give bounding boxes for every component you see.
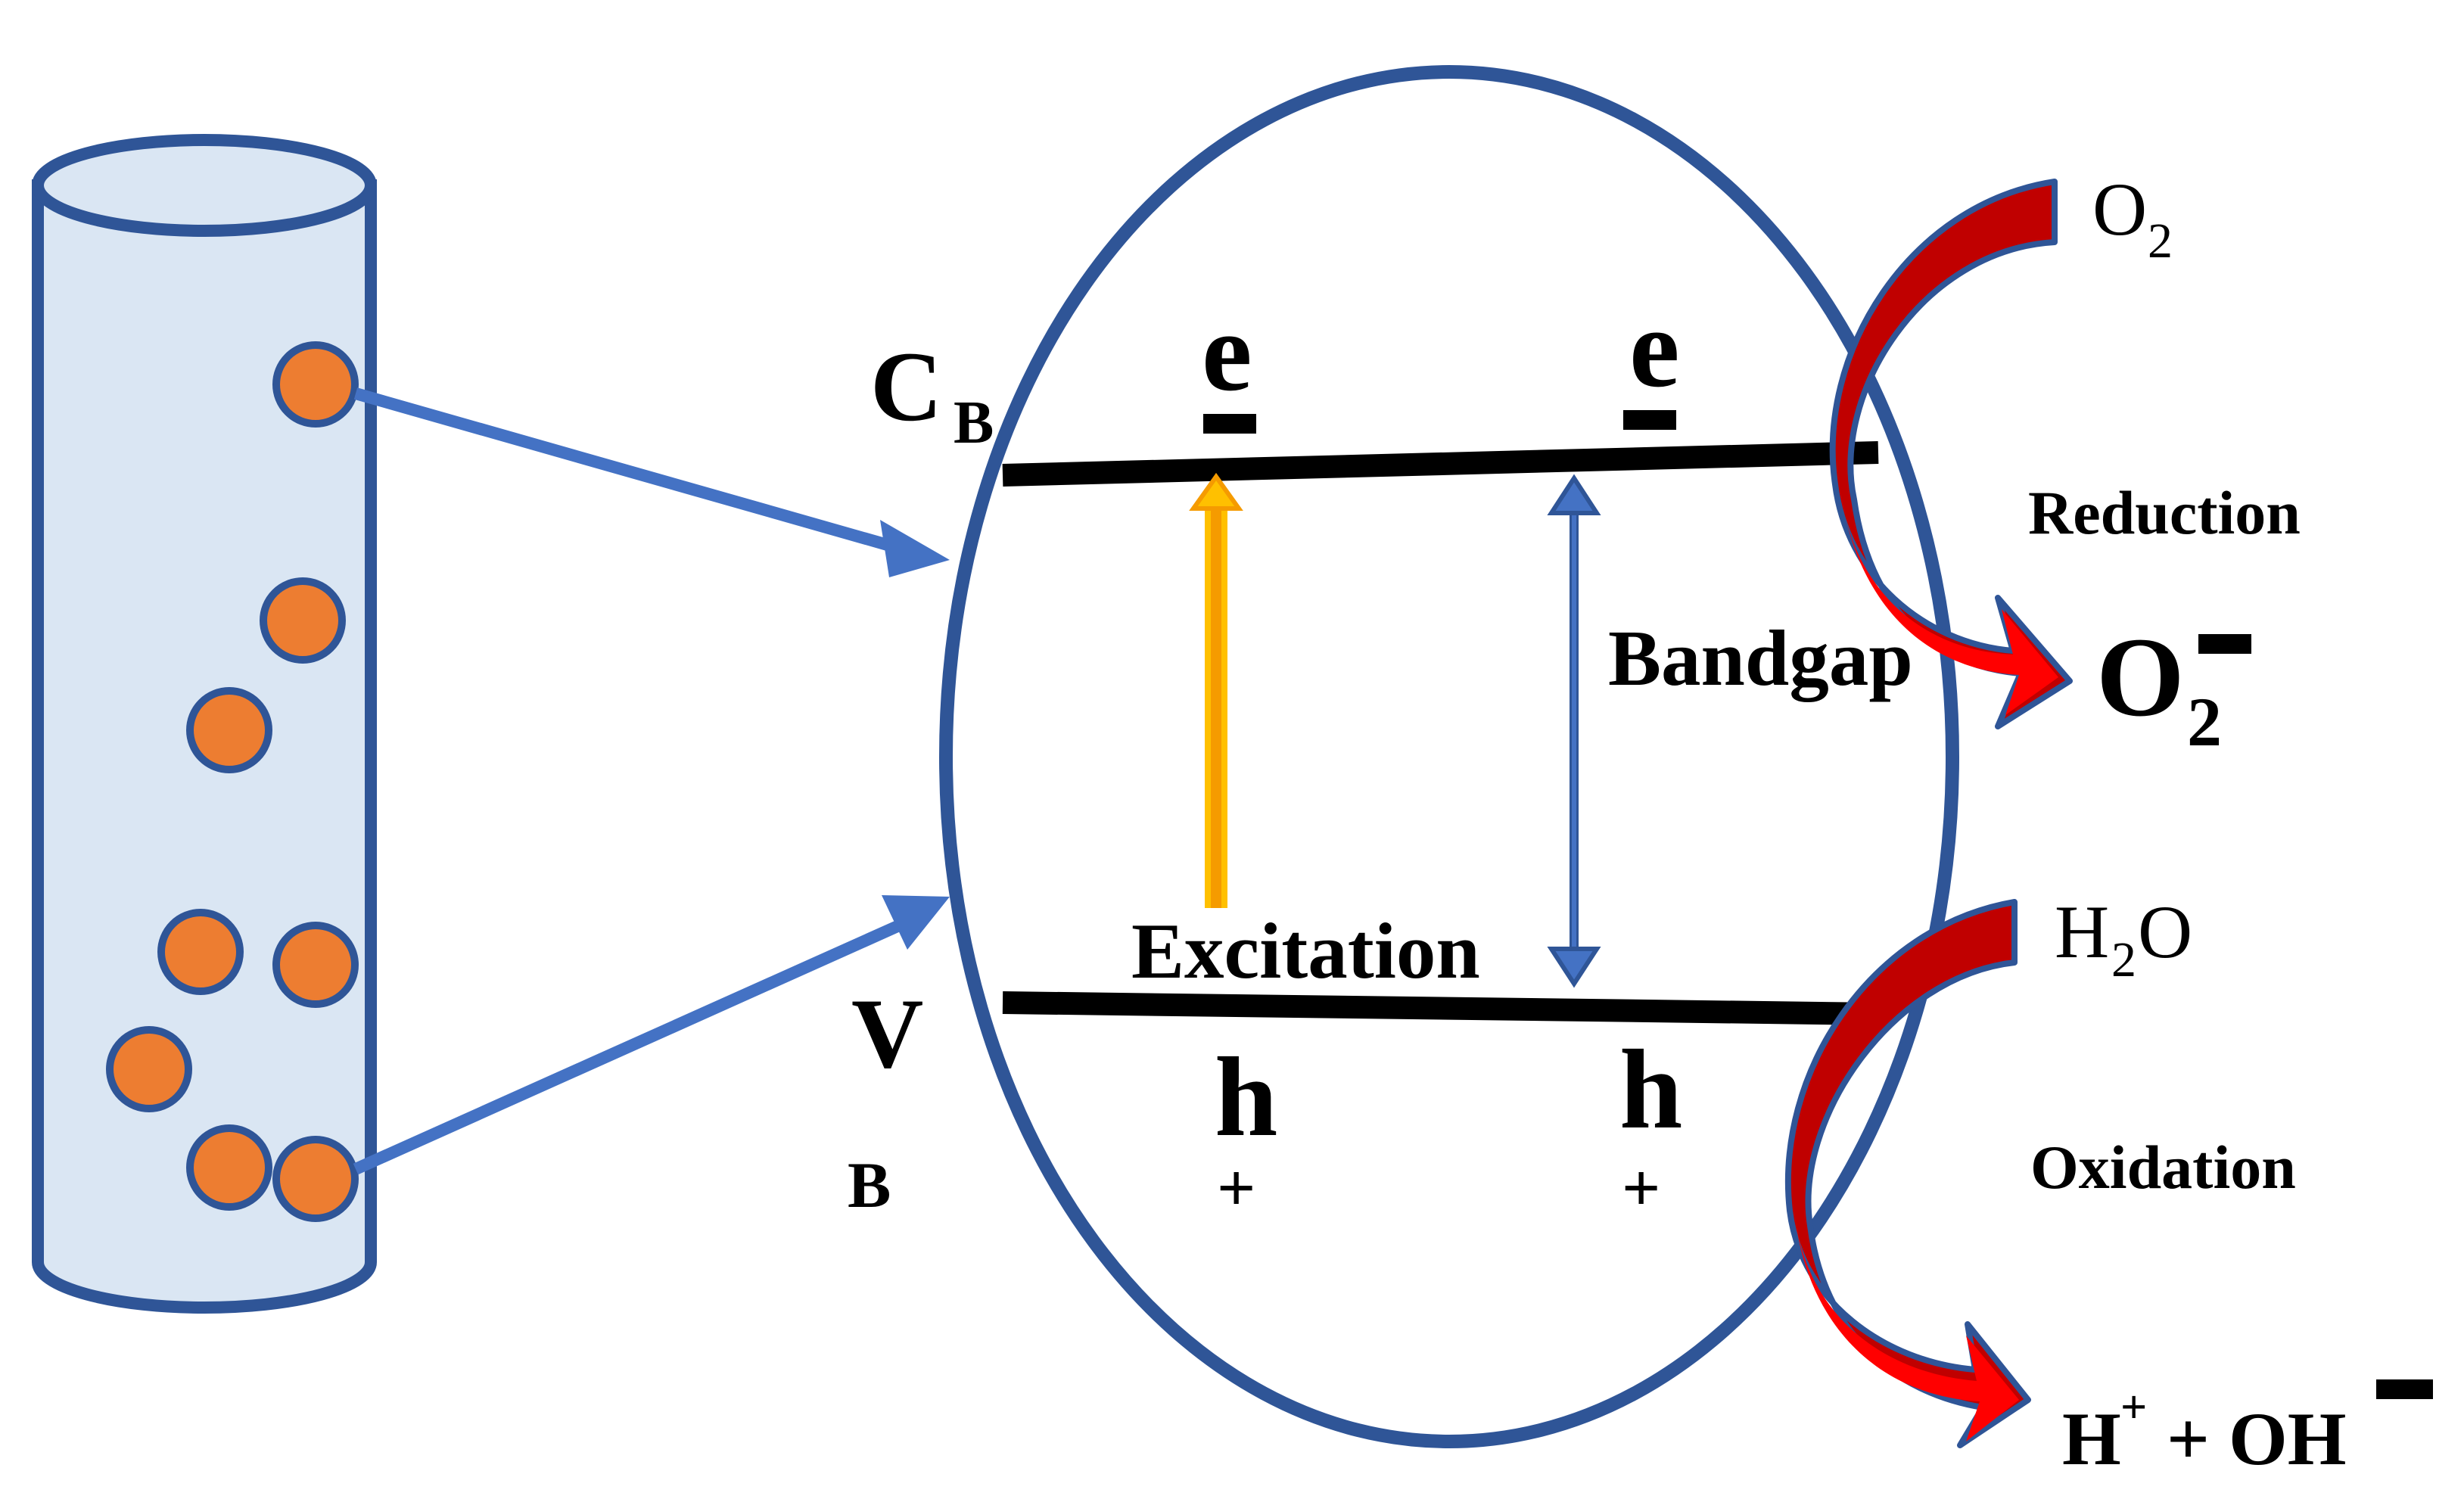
bandgap-arrow [1547,474,1601,988]
vb-label-subscript: B [848,1149,891,1221]
zoom-arrow-upper-head [880,520,950,577]
hole-label: h [1215,1034,1277,1160]
cb-label-subscript: B [954,390,994,456]
zoom-arrow-lower-head [882,895,950,950]
particle [272,922,359,1008]
electron-minus-mark [1623,410,1676,430]
excitation-label: Excitation [1131,907,1480,995]
electron-minus-mark [1203,414,1256,434]
reduction-arrow [1829,179,2073,729]
tube-top [32,134,377,237]
products-plus-superscript: + [2120,1382,2147,1433]
superoxide-minus-mark [2198,634,2251,654]
hole-charge: + [1217,1151,1255,1226]
particle [272,1136,359,1222]
catalyst-particles [106,341,359,1222]
hydroxide-minus-mark [2376,1379,2433,1399]
zoom-arrow-lower [353,917,907,1175]
bandgap-label: Bandgap [1608,614,1913,702]
superoxide-label: O [2096,614,2185,740]
oxidation-label: Oxidation [2030,1133,2296,1202]
particle [186,1124,272,1211]
h2o-label-o: O [2138,890,2192,974]
electron-label: e [1202,289,1252,415]
hole-label: h [1619,1027,1682,1152]
catalyst-tube [32,134,377,1314]
particle [260,577,346,664]
oxidation-arrow [1784,899,2031,1448]
h2o-label: H [2055,890,2109,974]
cb-label: C [870,331,942,442]
conduction-band-line [1002,441,1879,487]
o2-subscript: 2 [2148,213,2173,269]
particle [106,1026,192,1112]
valence-band-line [1002,991,1881,1025]
products-label-rest: + OH [2148,1397,2347,1481]
semiconductor-particle [939,65,1959,1448]
excitation-arrow [1189,472,1243,908]
h2o-subscript: 2 [2111,932,2136,987]
electron-label: e [1629,285,1680,411]
vb-label: V [851,978,923,1089]
particle [186,687,272,773]
zoom-arrows [353,387,950,1175]
o2-label: O [2092,167,2147,251]
particle [272,341,359,428]
hole-charge: + [1622,1151,1660,1226]
superoxide-subscript: 2 [2187,683,2222,760]
particle [157,909,244,995]
reduction-label: Reduction [2028,478,2301,547]
products-label: H [2062,1397,2121,1481]
zoom-arrow-upper [353,387,903,555]
